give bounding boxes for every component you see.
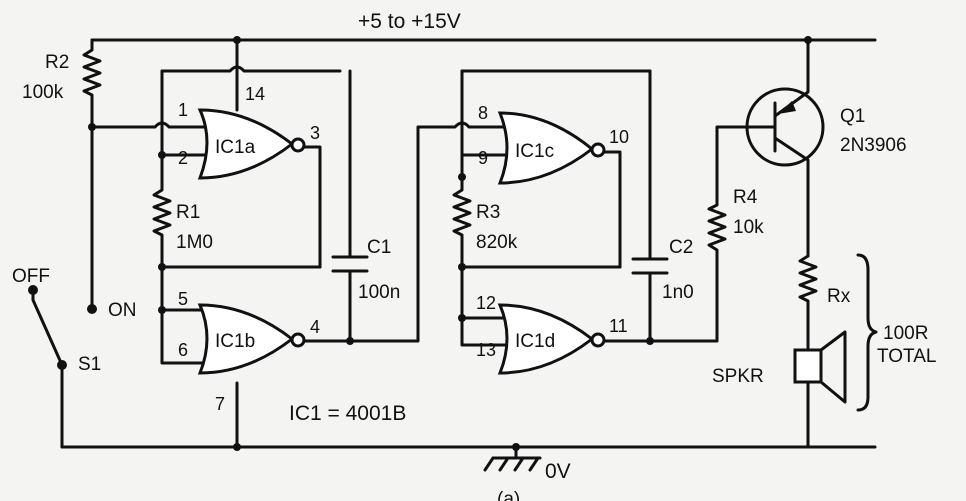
rx-resistor (798, 254, 818, 352)
pin-3: 3 (310, 123, 320, 143)
c2-value: 1n0 (662, 282, 694, 303)
gate-ic1b-label: IC1b (215, 331, 255, 352)
r2-value: 100k (22, 82, 64, 103)
r4-resistor (707, 125, 755, 267)
gate-ic1b (197, 303, 306, 375)
pin-4: 4 (310, 317, 320, 337)
c2-capacitor (631, 257, 669, 275)
pin-10: 10 (609, 127, 629, 147)
spkr-label: SPKR (712, 366, 764, 387)
rx-name: Rx (827, 286, 851, 307)
r3-name: R3 (476, 202, 500, 223)
total-brace (856, 253, 878, 412)
r1-resistor (152, 175, 172, 269)
q1-transistor (745, 87, 825, 167)
pin-13: 13 (476, 340, 496, 360)
ground-symbol (483, 445, 542, 472)
pin-9: 9 (478, 148, 488, 168)
c1-name: C1 (367, 237, 391, 258)
total-line1: 100R (883, 323, 928, 344)
on-contact (87, 304, 97, 314)
q1-value: 2N3906 (840, 135, 907, 156)
pin-8: 8 (478, 103, 488, 123)
pin-2: 2 (178, 148, 188, 168)
pin-7: 7 (215, 394, 225, 414)
r4-value: 10k (733, 217, 764, 238)
c1-value: 100n (358, 282, 400, 303)
s1-wire (31, 288, 64, 449)
off-label: OFF (12, 266, 50, 287)
total-line2: TOTAL (877, 346, 936, 367)
footer-label: (a) (497, 489, 520, 501)
r4-name: R4 (733, 187, 758, 208)
s1-label: S1 (78, 354, 101, 375)
r3-resistor (452, 175, 472, 269)
pin-14: 14 (245, 84, 265, 104)
speaker (793, 348, 823, 384)
gate-ic1a (197, 108, 306, 180)
ic-note: IC1 = 4001B (289, 402, 406, 425)
on-label: ON (108, 300, 137, 321)
r1-value: 1M0 (176, 232, 213, 253)
r2-resistor (82, 38, 102, 129)
gate-ic1c-label: IC1c (515, 141, 554, 162)
r1-name: R1 (176, 202, 200, 223)
pin-1: 1 (178, 100, 188, 120)
c2-name: C2 (669, 237, 693, 258)
supply-label: +5 to +15V (358, 10, 461, 33)
r3-value: 820k (476, 232, 518, 253)
pin-5: 5 (178, 289, 188, 309)
gate-ic1a-label: IC1a (215, 137, 256, 158)
gate-ic1d-label: IC1d (515, 331, 555, 352)
pin-12: 12 (476, 293, 496, 313)
gate-ic1c (497, 111, 606, 185)
pin-6: 6 (178, 340, 188, 360)
c1-capacitor (331, 255, 369, 273)
pin-11: 11 (609, 316, 628, 336)
r2-name: R2 (45, 52, 69, 73)
ground-label: 0V (545, 460, 571, 483)
gate-ic1d (497, 303, 606, 375)
q1-name: Q1 (840, 106, 865, 127)
